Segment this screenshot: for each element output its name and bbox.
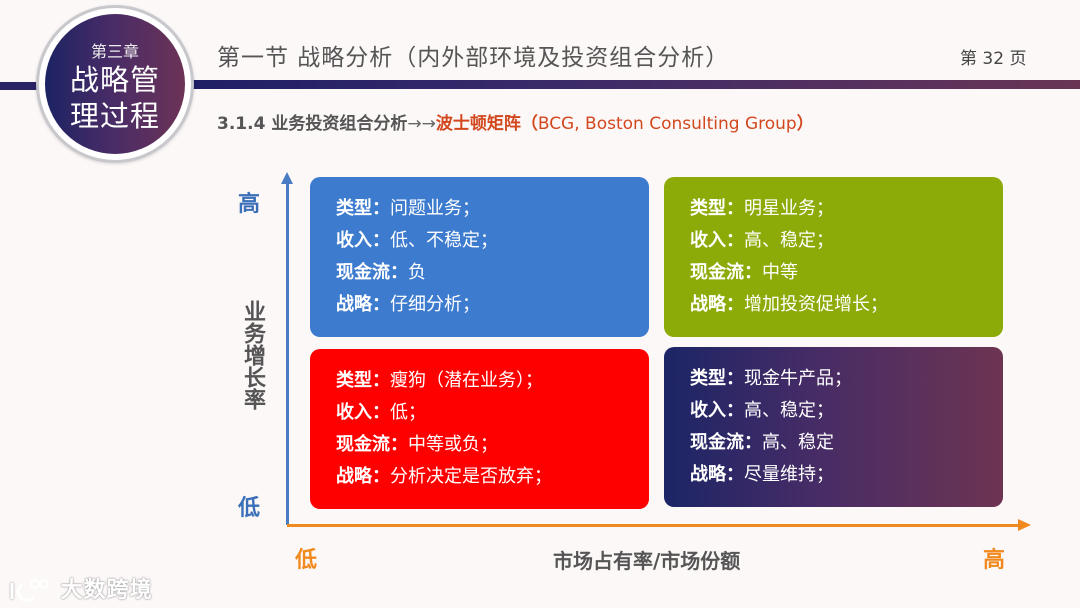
quadrant-question-mark: 类型：问题业务； 收入：低、不稳定； 现金流：负 战略：仔细分析； [310,177,649,337]
chapter-title-line2: 理过程 [69,99,160,133]
quadrant-cash-cow: 类型：现金牛产品； 收入：高、稳定； 现金流：高、稳定 战略：尽量维持； [664,347,1003,507]
header-bar [190,80,1080,89]
quadrant-line: 现金流：中等 [690,262,798,283]
arrow-icon: →→ [407,114,436,134]
quadrant-line: 战略：仔细分析； [336,294,480,315]
quadrant-line: 类型：瘦狗（潜在业务）； [336,370,543,391]
watermark-text: 大数跨境 [60,578,153,603]
header-bar-left [0,82,45,90]
page-number: 第 32 页 [960,49,1027,69]
subtitle-prefix: 3.1.4 业务投资组合分析 [217,114,408,134]
y-axis-arrow-icon [281,172,293,184]
chapter-title: 战略管 理过程 [45,62,185,134]
x-axis-high-label: 高 [983,548,1006,573]
quadrant-line: 现金流：中等或负； [336,434,498,455]
subtitle-english: BCG, Boston Consulting Group [537,114,797,134]
subtitle-highlight: 波士顿矩阵（ [435,114,538,134]
quadrant-line: 战略：增加投资促增长； [690,294,888,315]
quadrant-line: 现金流：高、稳定 [690,432,834,453]
quadrant-line: 收入：低、不稳定； [336,230,498,251]
y-axis-line [286,180,289,525]
quadrant-line: 类型：现金牛产品； [690,368,852,389]
quadrant-dog: 类型：瘦狗（潜在业务）； 收入：低； 现金流：中等或负； 战略：分析决定是否放弃… [310,349,649,509]
quadrant-line: 收入：高、稳定； [690,230,834,251]
k100-logo-icon [10,579,49,603]
quadrant-line: 战略：尽量维持； [690,464,834,485]
y-axis-title: 业务增长率 [240,300,265,410]
subtitle-close: ） [796,114,814,134]
quadrant-line: 类型：明星业务； [690,198,834,219]
section-title: 第一节 战略分析（内外部环境及投资组合分析） [217,45,730,71]
x-axis-line [287,524,1020,527]
quadrant-line: 类型：问题业务； [336,198,480,219]
x-axis-title: 市场占有率/市场份额 [553,549,741,573]
chapter-title-line1: 战略管 [69,63,160,97]
x-axis-low-label: 低 [295,548,318,573]
y-axis-high-label: 高 [238,192,261,217]
x-axis-arrow-icon [1018,519,1031,531]
y-axis-low-label: 低 [238,496,261,521]
chapter-number: 第三章 [90,42,139,61]
quadrant-star: 类型：明星业务； 收入：高、稳定； 现金流：中等 战略：增加投资促增长； [664,177,1003,337]
subtitle: 3.1.4 业务投资组合分析→→波士顿矩阵（BCG, Boston Consul… [217,109,814,134]
quadrant-line: 收入：低； [336,402,426,423]
chapter-badge: 第三章 战略管 理过程 [45,14,185,154]
quadrant-line: 收入：高、稳定； [690,400,834,421]
quadrant-line: 现金流：负 [336,262,426,283]
quadrant-line: 战略：分析决定是否放弃； [336,466,552,487]
watermark: 大数跨境 [8,572,153,605]
